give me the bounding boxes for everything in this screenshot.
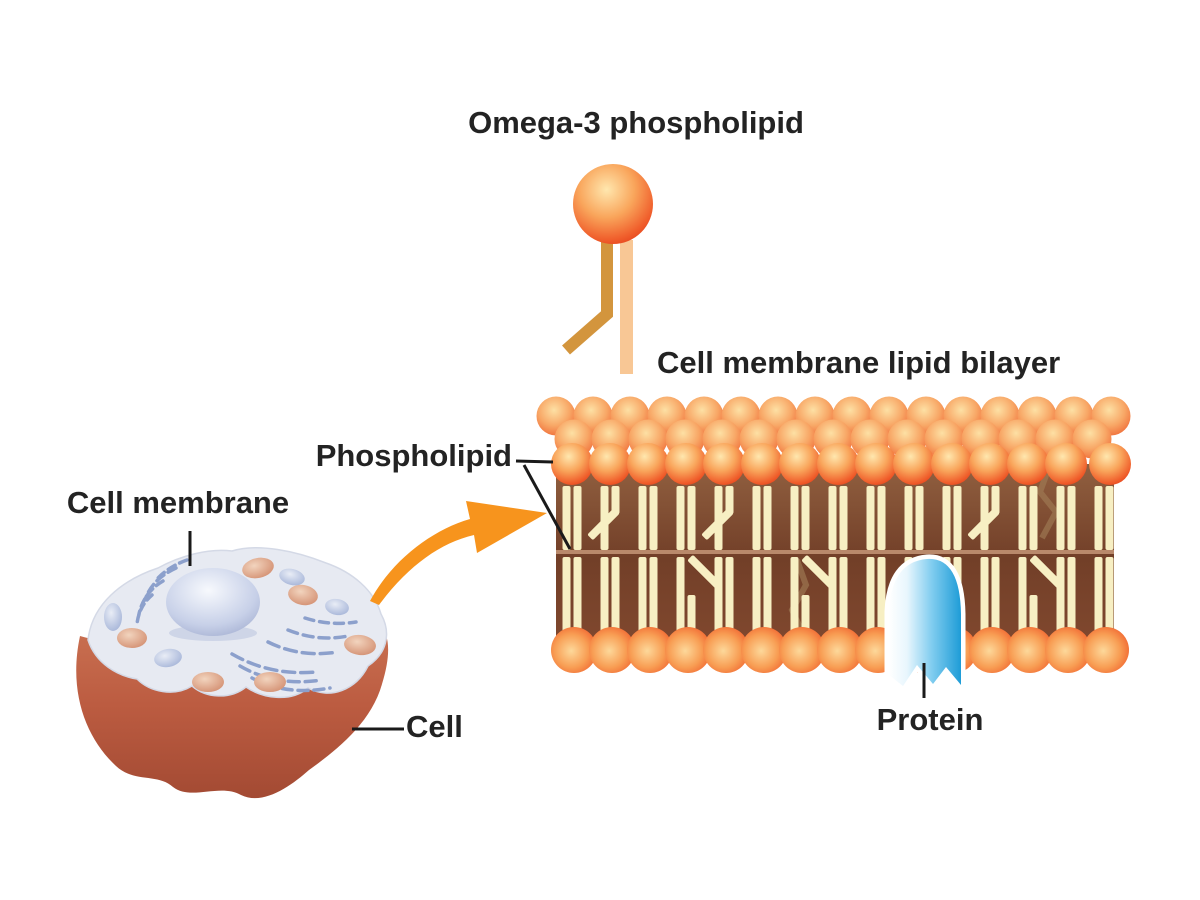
bilayer-head-row-bottom: [551, 627, 1129, 673]
organelles: [104, 557, 376, 692]
cell-illustration: [76, 547, 389, 799]
organelle-vesicle: [325, 598, 349, 616]
zoom-arrow-icon: [370, 501, 547, 605]
protein-shape: [884, 554, 966, 691]
omega3-tail-straight: [620, 240, 633, 374]
omega3-head: [573, 164, 653, 244]
leader-lines: [188, 459, 926, 731]
cell-membrane-label: Cell membrane: [66, 485, 290, 520]
nucleus: [166, 568, 260, 636]
cell-label: Cell: [406, 709, 463, 744]
phospholipid-label: Phospholipid: [315, 438, 512, 473]
organelle-vesicle: [279, 568, 305, 586]
organelle-pink: [117, 628, 147, 648]
er-arcs: [135, 558, 358, 693]
lipid-bilayer: [536, 396, 1131, 691]
organelle-pink: [254, 672, 286, 692]
bilayer-label: Cell membrane lipid bilayer: [657, 345, 1061, 380]
omega3-tail-kinked: [562, 240, 613, 355]
omega3-title: Omega-3 phospholipid: [468, 105, 804, 140]
organelle-vesicle: [104, 603, 122, 631]
organelle-vesicle: [154, 648, 182, 668]
organelle-pink: [344, 634, 376, 656]
organelle-pink: [288, 584, 318, 606]
omega3-molecule: [562, 164, 653, 374]
leader-phospholipid-head: [515, 459, 554, 464]
bilayer-zigzag-upper: [1036, 468, 1060, 540]
bilayer-midline: [556, 550, 1114, 554]
organelle-pink: [242, 557, 274, 579]
protein-label: Protein: [876, 702, 984, 737]
leader-phospholipid-tail: [522, 464, 572, 550]
organelle-pink: [192, 672, 224, 692]
